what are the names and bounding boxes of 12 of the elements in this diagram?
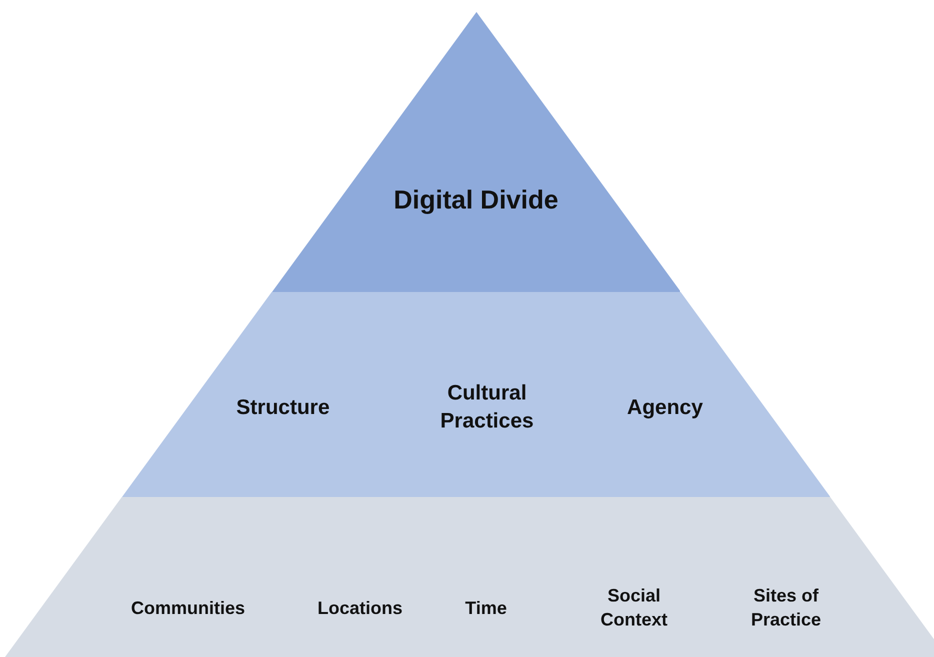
tier-label: Time: [464, 596, 508, 620]
tier-label: Agency: [626, 394, 704, 421]
tier-label: Sites of Practice: [750, 584, 822, 632]
tier-label: Cultural Practices: [439, 380, 535, 435]
tier-label: Digital Divide: [392, 183, 560, 216]
tier-label: Structure: [235, 394, 331, 421]
tier-label: Communities: [130, 596, 246, 620]
pyramid-tier: [122, 292, 830, 497]
pyramid-tier: [5, 497, 934, 657]
tier-label: Social Context: [600, 584, 668, 632]
tier-label: Locations: [316, 596, 404, 620]
pyramid-tier: [272, 12, 680, 292]
